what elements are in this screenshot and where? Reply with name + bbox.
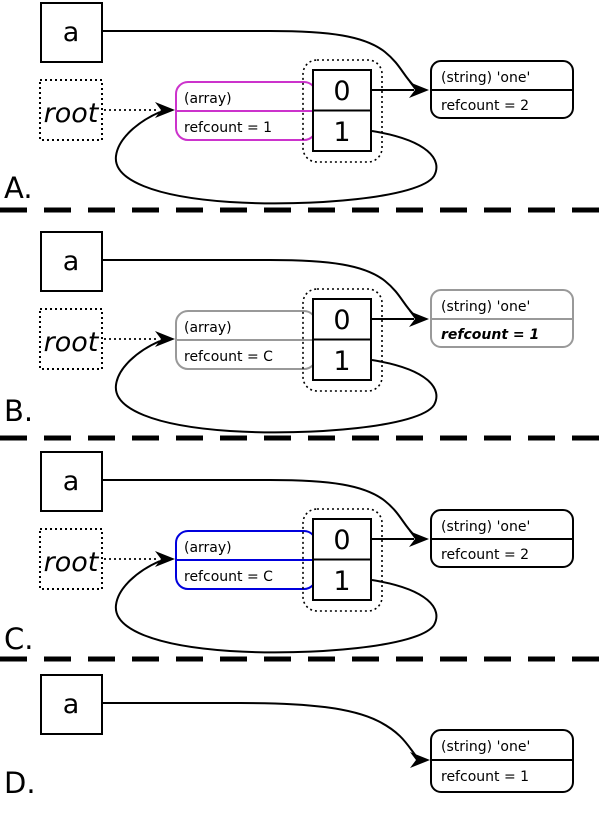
array-arrowhead <box>155 331 175 347</box>
array-refcount-label: refcount = C <box>184 569 273 585</box>
panel-b: a root (array) refcount = C 0 1 (string)… <box>0 231 614 441</box>
panel-a: a root (array) refcount = 1 0 1 (string)… <box>0 2 614 213</box>
string-type-label: (string) 'one' <box>441 70 530 86</box>
array-type-label: (array) <box>184 91 232 107</box>
array-cells-outline <box>302 59 383 163</box>
string-refcount-label: refcount = 1 <box>441 327 539 343</box>
self-reference-loop <box>114 560 438 654</box>
root-box <box>39 79 103 141</box>
string-arrowhead <box>409 82 429 98</box>
string-refcount-label: refcount = 2 <box>441 547 529 563</box>
cell-0-label: 0 <box>333 305 350 336</box>
string-type-label: (string) 'one' <box>441 299 530 315</box>
string-refcount-label: refcount = 2 <box>441 98 529 114</box>
panel-a-label: A. <box>4 171 33 205</box>
root-label: root <box>44 547 100 578</box>
root-label: root <box>44 327 100 358</box>
panel-c: a root (array) refcount = C 0 1 (string)… <box>0 451 614 662</box>
string-arrowhead <box>409 531 429 547</box>
cell-0-label: 0 <box>333 76 350 107</box>
var-a-pointer-line <box>102 479 415 536</box>
string-arrowhead <box>409 311 429 327</box>
cell-0-label: 0 <box>333 525 350 556</box>
self-reference-loop <box>114 111 438 205</box>
panel-d-label: D. <box>4 766 36 800</box>
var-a-pointer-line <box>102 702 417 757</box>
var-a-box <box>40 674 103 735</box>
array-type-label: (array) <box>184 540 232 556</box>
var-a-label: a <box>63 689 80 720</box>
self-reference-loop <box>114 340 438 434</box>
string-arrowhead <box>410 752 430 768</box>
cell-1-label: 1 <box>333 566 350 597</box>
root-box <box>39 308 103 370</box>
array-type-label: (array) <box>184 320 232 336</box>
array-arrowhead <box>155 102 175 118</box>
panel-b-label: B. <box>4 394 33 428</box>
var-a-label: a <box>63 246 80 277</box>
var-a-box <box>40 451 103 512</box>
var-a-box <box>40 2 103 63</box>
cell-1-label: 1 <box>333 117 350 148</box>
array-cells-outline <box>302 288 383 392</box>
array-refcount-label: refcount = C <box>184 349 273 365</box>
array-arrowhead <box>155 551 175 567</box>
panel-c-label: C. <box>4 622 33 656</box>
var-a-pointer-line <box>102 30 415 87</box>
root-label: root <box>44 98 100 129</box>
array-cells-outline <box>302 508 383 612</box>
string-type-label: (string) 'one' <box>441 739 530 755</box>
array-refcount-label: refcount = 1 <box>184 120 272 136</box>
root-box <box>39 528 103 590</box>
var-a-label: a <box>63 17 80 48</box>
cell-1-label: 1 <box>333 346 350 377</box>
panel-d: a (string) 'one' refcount = 1 D. <box>4 674 574 800</box>
string-type-label: (string) 'one' <box>441 519 530 535</box>
var-a-box <box>40 231 103 292</box>
string-refcount-label: refcount = 1 <box>441 769 529 785</box>
var-a-pointer-line <box>102 259 415 316</box>
var-a-label: a <box>63 466 80 497</box>
